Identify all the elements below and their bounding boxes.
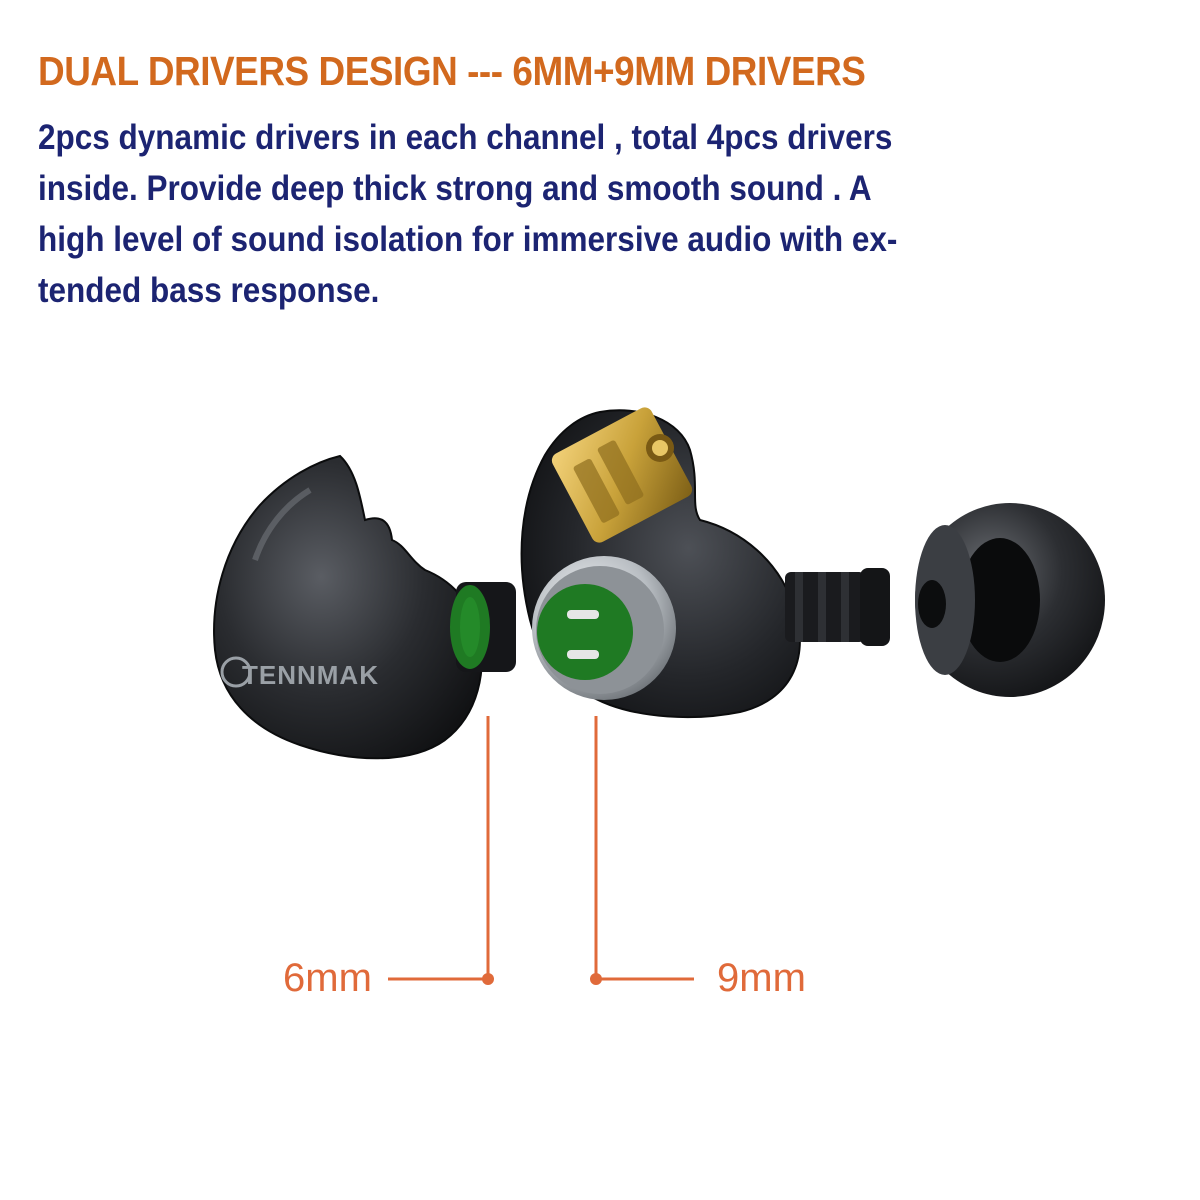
sound-nozzle (785, 568, 890, 646)
description: 2pcs dynamic drivers in each channel , t… (38, 118, 898, 310)
driver-9mm (532, 556, 676, 700)
callout-9mm-line (590, 716, 694, 985)
brand-logo: TENNMAK (242, 660, 379, 690)
headline: DUAL DRIVERS DESIGN --- 6MM+9MM DRIVERS (38, 48, 866, 94)
mmcx-gold-connector (551, 407, 693, 543)
callout-6mm-line (388, 716, 494, 985)
front-shell: TENNMAK (213, 454, 483, 760)
driver-6mm (450, 582, 516, 672)
silicone-ear-tip (915, 503, 1105, 697)
callout-6mm-label: 6mm (283, 956, 372, 1000)
callout-9mm-label: 9mm (717, 956, 806, 1000)
